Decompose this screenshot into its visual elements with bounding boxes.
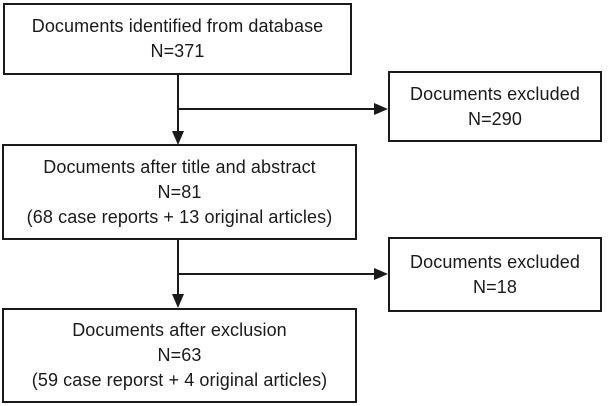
arrow-right-icon (374, 103, 388, 115)
box-text-line: Documents excluded (410, 251, 580, 272)
box-count-line: N=81 (157, 181, 202, 202)
box-text-line: Documents identified from database (31, 16, 324, 36)
flow-box-documents-identified: Documents identified from database N=371 (3, 3, 352, 75)
arrow-right-icon (374, 268, 388, 280)
flow-box-after-title-abstract: Documents after title and abstract N=81 … (2, 144, 357, 240)
arrow-down-icon (172, 294, 184, 308)
box-count-line: N=371 (150, 41, 205, 61)
flow-box-documents-excluded-1: Documents excluded N=290 (388, 71, 602, 142)
connector-branch-1 (178, 108, 375, 110)
box-text-line: Documents excluded (410, 83, 580, 104)
box-text-line: Documents after title and abstract (43, 156, 316, 177)
connector-branch-2 (178, 273, 375, 275)
connector-vertical-1 (177, 75, 179, 133)
box-text-line: Documents after exclusion (72, 320, 287, 340)
box-count-line: N=290 (467, 108, 523, 129)
arrow-down-icon (172, 131, 184, 145)
box-detail-line: (59 case reporst + 4 original articles) (31, 370, 328, 390)
connector-vertical-2 (177, 240, 179, 296)
box-count-line: N=18 (473, 276, 517, 297)
box-count-line: N=63 (157, 345, 202, 365)
flow-box-after-exclusion: Documents after exclusion N=63 (59 case … (2, 308, 357, 403)
flow-box-documents-excluded-2: Documents excluded N=18 (388, 237, 602, 312)
box-detail-line: (68 case reports + 13 original articles) (26, 206, 333, 227)
